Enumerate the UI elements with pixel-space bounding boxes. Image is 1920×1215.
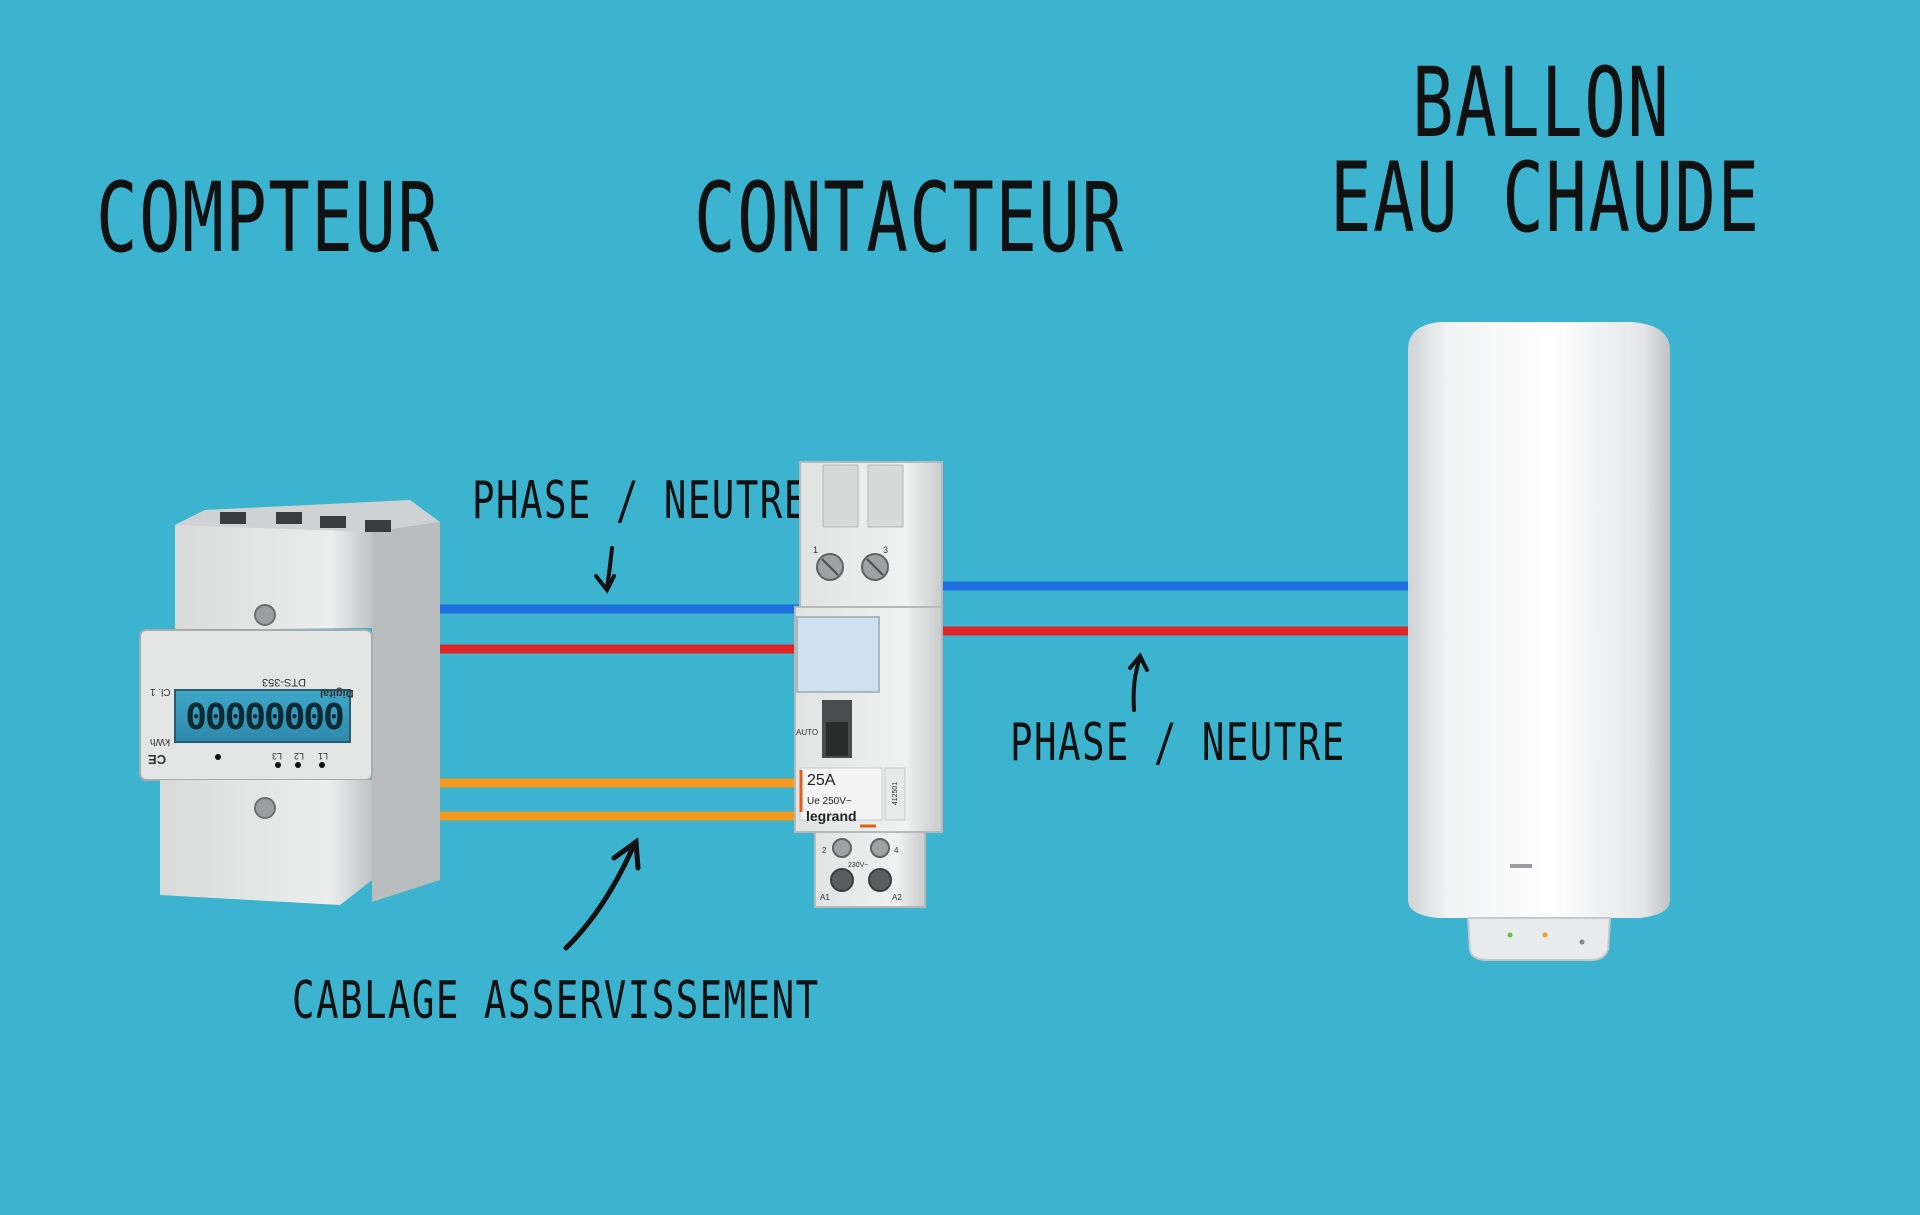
- arrow-down-icon: [594, 546, 616, 594]
- contactor-voltage: Ue 250V~: [807, 796, 852, 807]
- contactor-terminal-a1: A1: [820, 893, 830, 902]
- contactor-terminal-1: 1: [813, 545, 819, 555]
- contactor-terminal-a2: A2: [892, 893, 902, 902]
- phase-neutre-label-left: PHASE / NEUTRE: [472, 471, 808, 531]
- contactor-coil-voltage: 230V~: [848, 862, 869, 869]
- ballon-title-line2: EAU CHAUDE: [1330, 142, 1761, 254]
- contactor-rating: 25A: [807, 772, 836, 789]
- contactor-terminal-3: 3: [883, 545, 889, 555]
- cablage-asservissement-label: CABLAGE ASSERVISSEMENT: [292, 971, 820, 1031]
- arrow-up-icon: [1128, 652, 1149, 712]
- phase-neutre-label-right: PHASE / NEUTRE: [1010, 713, 1346, 773]
- contactor-mode: AUTO: [796, 728, 819, 737]
- contactor-terminal-2: 2: [822, 846, 827, 855]
- contactor-terminal-4: 4: [894, 846, 899, 855]
- contacteur-title: CONTACTEUR: [694, 162, 1125, 274]
- arrow-curved-icon: [563, 837, 641, 951]
- contactor-brand: legrand: [806, 808, 857, 824]
- ballon-title-line1: BALLON: [1412, 47, 1671, 159]
- compteur-title: COMPTEUR: [96, 162, 441, 274]
